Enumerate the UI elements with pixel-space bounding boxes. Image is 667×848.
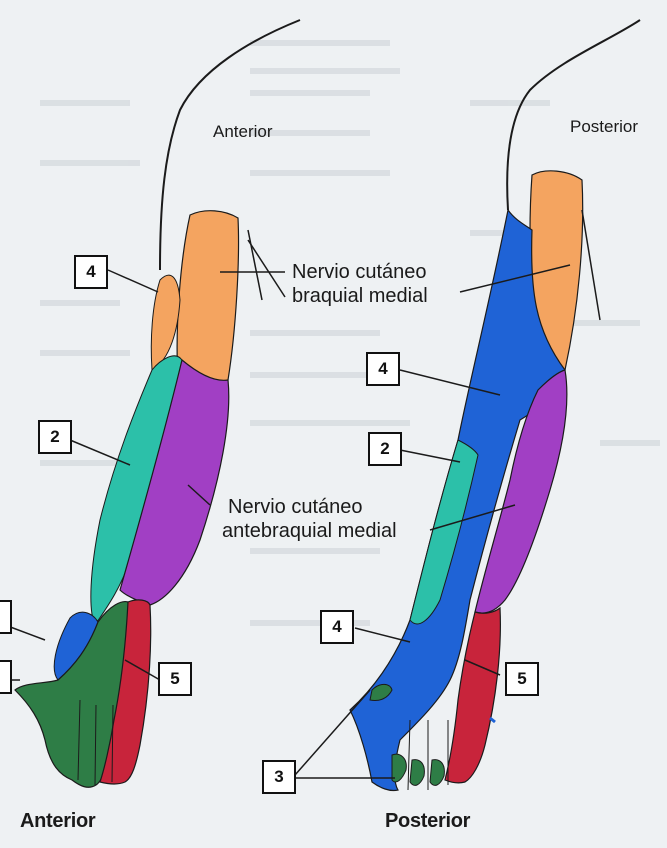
anterior-view-label: Anterior [213,122,273,142]
medial-antebrachial-line1: Nervio cutáneo [222,495,397,519]
anterior-medial-brachial-region [177,211,238,386]
marker-4-posterior-hand: 4 [320,610,354,644]
marker-cutoff-top [0,600,12,634]
medial-antebrachial-line2: antebraquial medial [222,519,397,543]
medial-brachial-line1: Nervio cutáneo [292,260,428,284]
medial-brachial-line2: braquial medial [292,284,428,308]
marker-4-posterior-arm: 4 [366,352,400,386]
marker-5-posterior: 5 [505,662,539,696]
marker-2-anterior: 2 [38,420,72,454]
marker-2-posterior: 2 [368,432,402,466]
marker-5-anterior: 5 [158,662,192,696]
marker-cutoff-bottom [0,660,12,694]
anterior-caption: Anterior [20,810,95,833]
medial-brachial-cutaneous-label: Nervio cutáneo braquial medial [292,260,428,308]
posterior-view-label: Posterior [570,117,638,137]
marker-3-shared: 3 [262,760,296,794]
marker-4-anterior: 4 [74,255,108,289]
posterior-caption: Posterior [385,810,470,833]
medial-antebrachial-cutaneous-label: Nervio cutáneo antebraquial medial [222,495,397,543]
